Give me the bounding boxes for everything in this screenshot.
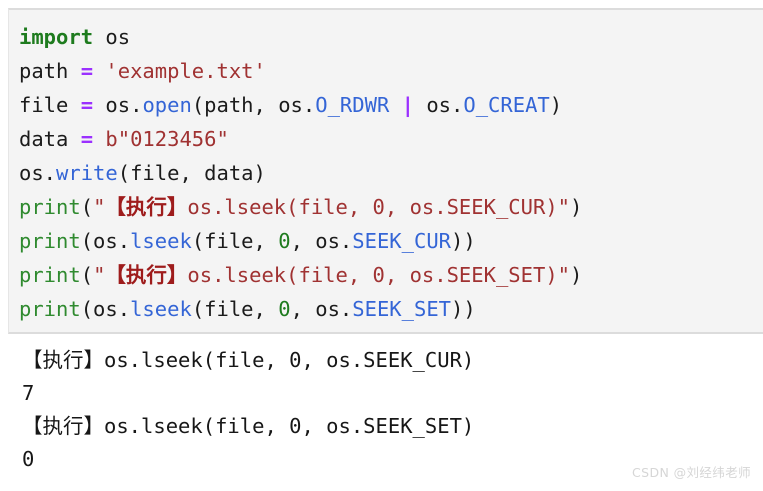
code-token: b"0123456" [105,127,229,151]
code-token: ) [570,195,583,219]
code-token: (file, [191,229,279,253]
code-token: , os. [290,297,353,321]
console-output-block: 【执行】os.lseek(file, 0, os.SEEK_CUR) 7 【执行】o… [8,342,763,482]
code-token: , os. [290,229,353,253]
code-token: (os. [80,297,131,321]
code-token: ( [80,263,94,287]
code-token: = [80,59,94,83]
code-token: O_CREAT [463,93,550,117]
code-token: = [80,93,94,117]
code-token: print [19,195,81,219]
code-token: os.lseek(file, 0, os.SEEK_SET)" [187,263,571,287]
code-token: | [401,93,414,117]
output-line: 0 [22,447,35,471]
watermark-label: CSDN @刘经纬老师 [631,465,751,480]
code-token: = [80,127,94,151]
code-token: ) [570,263,583,287]
output-line: 7 [22,381,35,405]
code-line: print("【执行】os.lseek(file, 0, os.SEEK_SET… [19,258,763,292]
code-token: write [56,161,118,185]
code-token: print [19,229,81,253]
code-token: (os. [80,229,131,253]
code-line: print("【执行】os.lseek(file, 0, os.SEEK_CUR… [19,190,763,224]
code-token: )) [451,229,476,253]
code-token: 【执行】 [105,195,188,219]
code-line: file = os.open(path, os.O_RDWR | os.O_CR… [19,88,763,122]
code-token: (file, data) [117,161,266,185]
code-token: (file, [191,297,279,321]
code-token: O_RDWR [315,93,390,117]
code-token: 0 [278,297,291,321]
code-token: print [19,297,81,321]
code-token: print [19,263,81,287]
code-token: )) [451,297,476,321]
code-token: " [93,263,106,287]
code-line: print(os.lseek(file, 0, os.SEEK_CUR)) [19,224,763,258]
code-token: os. [413,93,464,117]
code-token: (path, os. [191,93,316,117]
code-token: os. [19,161,57,185]
code-token: lseek [130,297,192,321]
output-line: 【执行】os.lseek(file, 0, os.SEEK_SET) [22,414,475,438]
code-token: file [19,93,81,117]
code-token: import [19,25,94,49]
code-token: os.lseek(file, 0, os.SEEK_CUR)" [187,195,571,219]
code-token: data [19,127,81,151]
code-token: 【执行】 [105,263,188,287]
code-token: open [142,93,192,117]
code-line: print(os.lseek(file, 0, os.SEEK_SET)) [19,292,763,326]
code-token: os. [93,93,143,117]
output-lines: 【执行】os.lseek(file, 0, os.SEEK_CUR) 7 【执行】o… [22,344,763,476]
code-token [93,59,105,83]
code-line: os.write(file, data) [19,156,763,190]
code-line: path = 'example.txt' [19,54,763,88]
code-token: lseek [130,229,192,253]
code-token: " [93,195,106,219]
code-token: 0 [278,229,291,253]
code-token: SEEK_SET [352,297,452,321]
code-token: path [19,59,81,83]
code-token: SEEK_CUR [352,229,452,253]
code-token: ( [80,195,94,219]
output-line: 【执行】os.lseek(file, 0, os.SEEK_CUR) [22,348,475,372]
code-token: 'example.txt' [105,59,266,83]
code-line: import os [19,20,763,54]
code-token [93,127,105,151]
code-token: ) [549,93,563,117]
code-token [389,93,401,117]
code-line: data = b"0123456" [19,122,763,156]
code-token: os [93,25,131,49]
